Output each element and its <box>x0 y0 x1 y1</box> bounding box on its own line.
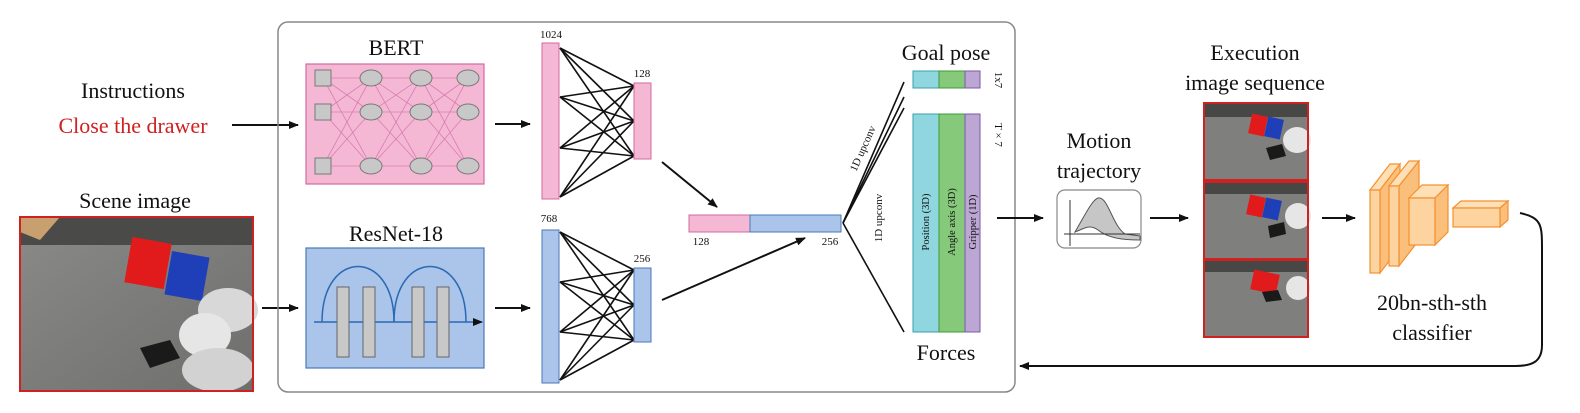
model-container <box>277 21 1016 393</box>
goal-pose-vector <box>912 70 981 89</box>
concat-left-dim: 128 <box>693 236 710 248</box>
concat-right-dim: 256 <box>822 236 839 248</box>
concat-vector <box>688 214 842 233</box>
resnet-mlp-out-dim: 256 <box>634 253 651 265</box>
goal-pose-label: Goal pose <box>902 40 991 65</box>
classifier-label-line1: 20bn-sth-sth <box>1377 290 1487 315</box>
trajectory-bars <box>912 113 981 333</box>
upconv-fan <box>842 81 905 333</box>
forces-label: Forces <box>917 340 976 365</box>
trajectory-dim: T × 7 <box>992 123 1004 147</box>
classifier-network <box>1368 159 1510 275</box>
upconv-bottom-label: 1D upconv <box>873 193 885 242</box>
scene-image-label: Scene image <box>79 188 191 213</box>
bar-position-label: Position (3D) <box>921 193 932 250</box>
classifier-label-line2: classifier <box>1392 320 1472 345</box>
execution-frame-3 <box>1203 259 1310 338</box>
scene-image <box>19 216 258 392</box>
execution-frame-1 <box>1203 102 1311 181</box>
motion-trajectory-plot <box>1056 189 1142 249</box>
bert-mlp <box>541 42 652 200</box>
resnet-block <box>305 247 485 369</box>
resnet-mlp <box>541 229 652 384</box>
instructions-label: Instructions <box>81 78 185 103</box>
motion-label-line2: trajectory <box>1057 158 1141 183</box>
bar-gripper-label: Gripper (1D) <box>968 194 979 250</box>
execution-label-line2: image sequence <box>1185 70 1325 95</box>
feedback-loop-arrow <box>1019 212 1543 370</box>
bert-mlp-in-dim: 1024 <box>540 29 563 41</box>
bar-angle-label: Angle axis (3D) <box>947 188 958 256</box>
resnet-label: ResNet-18 <box>349 221 443 246</box>
goal-pose-dim: 1x7 <box>992 72 1004 89</box>
arrow-bert-mlp-to-concat <box>661 161 718 208</box>
bert-block <box>305 63 485 185</box>
bert-label: BERT <box>369 35 424 60</box>
resnet-mlp-in-dim: 768 <box>541 213 558 225</box>
instruction-text: Close the drawer <box>58 113 208 138</box>
bert-mlp-out-dim: 128 <box>634 68 651 80</box>
upconv-top-label: 1D upconv <box>848 124 879 174</box>
motion-label-line1: Motion <box>1067 128 1132 153</box>
execution-label-line1: Execution <box>1210 40 1299 65</box>
execution-frame-2 <box>1203 181 1311 260</box>
arrow-resnet-mlp-to-concat <box>661 237 806 301</box>
